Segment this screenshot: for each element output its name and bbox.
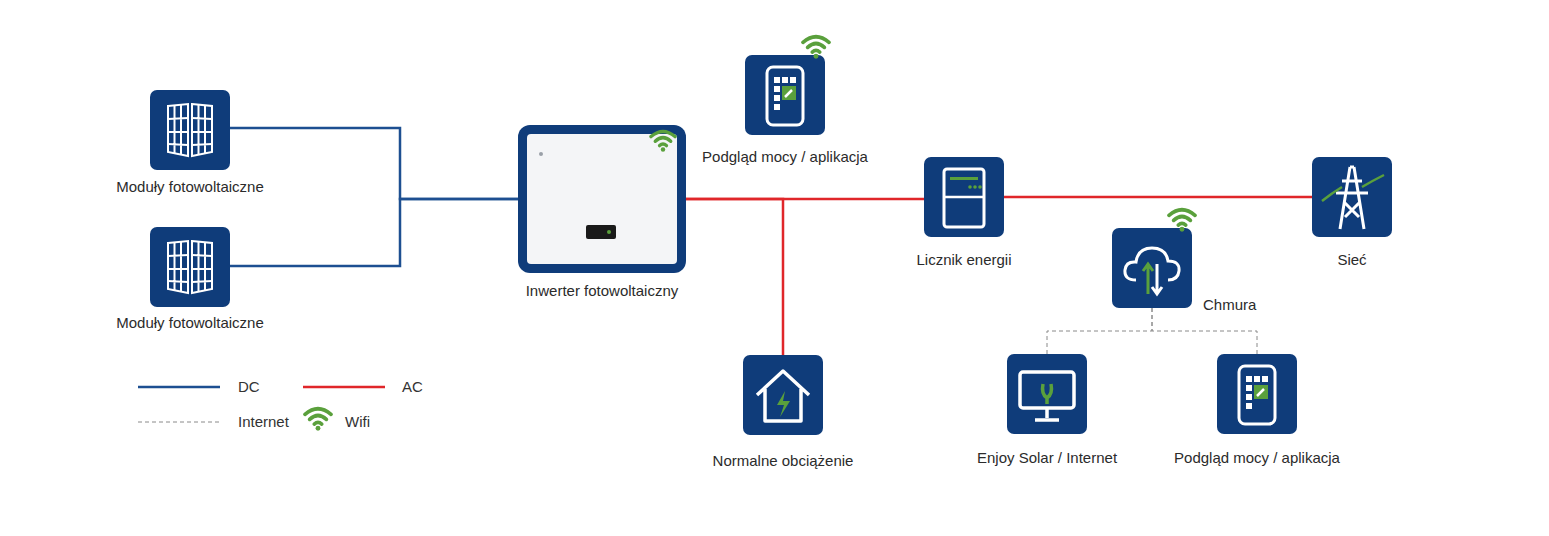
node-label: Moduły fotowoltaiczne [116,314,264,332]
app-node: Podgląd mocy / aplikacja [1217,354,1297,434]
node-label: Enjoy Solar / Internet [977,449,1117,467]
meter-icon [924,157,1004,237]
meter-node: Licznik energii [924,157,1004,237]
cloud-icon [1112,228,1192,308]
node-label: Podgląd mocy / aplikacja [702,148,868,166]
node-label: Chmura [1203,296,1256,314]
wifi-symbol [305,409,331,431]
node-label: Inwerter fotowoltaiczny [526,282,679,300]
solar-module-node: Moduły fotowoltaiczne [150,227,230,307]
internet-link [1152,308,1257,354]
solar-module-node: Moduły fotowoltaiczne [150,90,230,170]
legend-label: DC [238,378,260,396]
ac-wire [686,199,783,355]
phone-icon [745,55,825,135]
ac-wire [686,198,924,201]
cloud-node: Chmura [1112,228,1192,308]
phone-icon [1217,354,1297,434]
svg-text:​: ​ [545,151,546,157]
load-node: Normalne obciążenie [743,355,823,435]
wifi-symbol [1169,210,1195,232]
ac-wire [1004,196,1312,199]
house-icon [743,355,823,435]
inverter-node: Inwerter fotowoltaiczny [518,125,686,273]
solar-panel-icon [150,227,230,307]
wifi-symbol [803,37,829,59]
pylon-icon [1312,157,1392,237]
inverter-icon: ​ [518,125,686,273]
legend-label: Internet [238,413,289,431]
grid-node: Sieć [1312,157,1392,237]
legend-ac-line [303,386,385,389]
app-node: Podgląd mocy / aplikacja [745,55,825,135]
internet-link [1047,308,1152,354]
node-label: Podgląd mocy / aplikacja [1174,449,1340,467]
node-label: Licznik energii [916,251,1011,269]
monitor-icon [1007,354,1087,434]
wifi-symbol [651,131,675,151]
dc-wire [230,199,518,266]
legend-label: Wifi [345,413,370,431]
legend-dc-line [138,386,220,389]
node-label: Normalne obciążenie [713,452,854,470]
dc-wire [230,128,518,199]
legend-label: AC [402,378,423,396]
node-label: Sieć [1337,251,1366,269]
node-label: Moduły fotowoltaiczne [116,178,264,196]
solar-panel-icon [150,90,230,170]
portal-node: Enjoy Solar / Internet [1007,354,1087,434]
legend-internet-line [138,422,220,423]
